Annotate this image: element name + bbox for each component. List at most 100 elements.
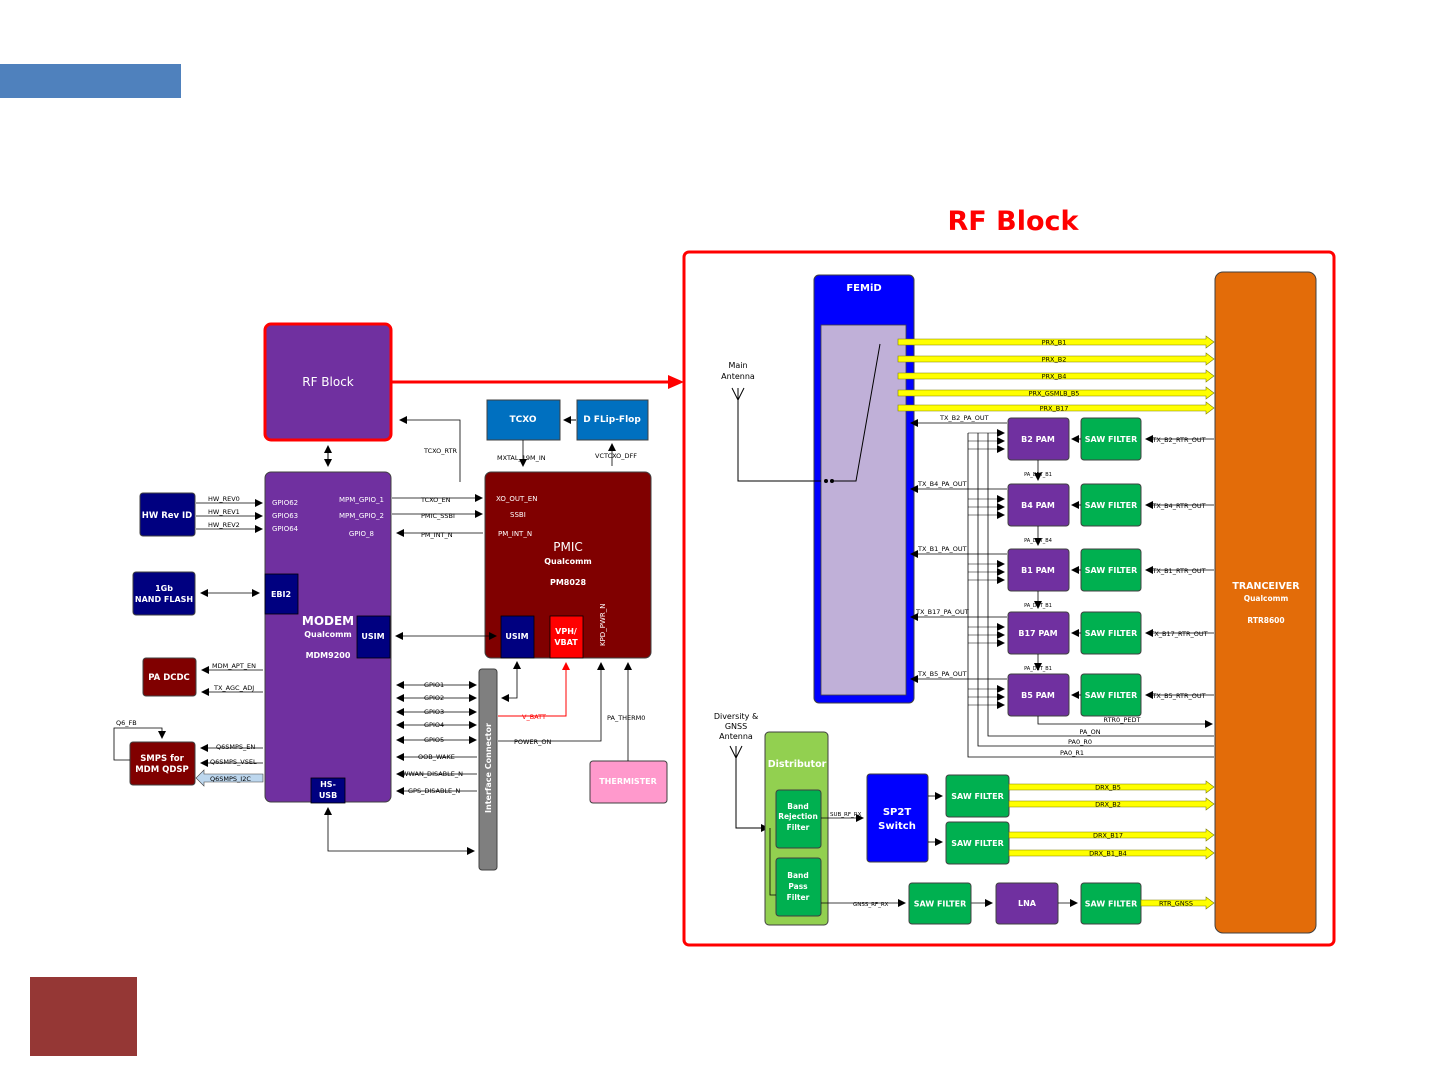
rtr-out-label-3: TX_B1_RTR_OUT [1151, 567, 1205, 575]
prx-line-1: PRX_B1 [897, 335, 1215, 349]
tx-saw-2: SAW FILTER [1080, 483, 1142, 527]
div-antenna-symbol [729, 745, 768, 828]
header-accent-bar [0, 64, 181, 98]
sig-pa-therm: PA_THERM0 [607, 714, 645, 722]
sig-q6-vsel: Q6SMPS_VSEL [210, 758, 257, 766]
main-antenna-line1: Main [728, 361, 747, 370]
sp2t-line1: SP2T [883, 807, 911, 818]
tx-pa-out-label-4: TX_B17_PA_OUT [915, 608, 969, 616]
band-rejection-line1: Band [787, 802, 809, 811]
smps-line1: SMPS for [140, 754, 184, 764]
dff-label: D FLip-Flop [583, 415, 641, 425]
drx-saw-2-box [945, 821, 1010, 865]
hsusb-link [324, 807, 475, 855]
main-antenna-symbol [731, 387, 821, 482]
band-pass-line1: Band [787, 871, 809, 880]
drx-line-1-label: DRX_B5 [1095, 784, 1121, 792]
smps-line2: MDM QDSP [135, 765, 189, 775]
drx-saw-1: SAW FILTER [945, 774, 1010, 818]
dff-box [576, 399, 649, 441]
transceiver-name: TRANCEIVER [1232, 581, 1300, 592]
interface-connector-label: Interface Connector [484, 723, 493, 813]
drx-line-3-label: DRX_B17 [1093, 832, 1123, 840]
prx-line-2-arrow [897, 352, 1215, 366]
prx-line-3-arrow [897, 369, 1215, 383]
q6-fb-line [113, 727, 166, 761]
pam-label-2: B4 PAM [1021, 501, 1055, 510]
ctrl-label-2: PA_ON [1079, 728, 1100, 736]
femid-switch-node-a [824, 479, 828, 483]
sig-hw-rev1: HW_REV1 [208, 508, 240, 516]
rtr-out-label-5: TX_B5_RTR_OUT [1151, 692, 1205, 700]
sig-gpio1: GPIO1 [424, 681, 444, 689]
rf-block-frame [682, 250, 1336, 947]
sig-gnss-rf-rx: GNSS_RF_RX [853, 902, 889, 908]
modem-ebi2-box [264, 573, 299, 615]
tx-saw-4-label: SAW FILTER [1085, 629, 1138, 638]
modem-gpio64: GPIO64 [272, 525, 299, 533]
drx-saw-2-label: SAW FILTER [951, 839, 1004, 848]
sig-gpio5: GPIO5 [424, 736, 444, 744]
interface-connector [478, 668, 498, 871]
pmic-pmint: PM_INT_N [498, 530, 532, 538]
pmic-usim-label: USIM [505, 632, 528, 641]
drx-line-2: DRX_B2 [1008, 797, 1215, 811]
tcxo-box [486, 399, 561, 441]
femid-switch [830, 343, 881, 482]
distributor-split [769, 828, 776, 896]
tx-pa-out-label-5: TX_B5_PA_OUT [917, 670, 967, 678]
pa-dcdc-label: PA DCDC [148, 673, 190, 683]
q6-i2c-bus [195, 769, 264, 787]
sig-tx-agc: TX_AGC_ADJ [213, 684, 254, 692]
femid-inner [820, 324, 907, 696]
pmic-vph-line2: VBAT [554, 638, 578, 647]
band-pass-line3: Filter [787, 893, 810, 902]
pam-label-1: B2 PAM [1021, 435, 1055, 444]
band-pass-line2: Pass [788, 882, 808, 891]
rf-block-label: RF Block [302, 375, 354, 389]
tx-pa-out-label-1: TX_B2_PA_OUT [939, 414, 989, 422]
pam-box-2 [1007, 483, 1070, 527]
div-antenna-line2: GNSS [725, 722, 747, 731]
prx-line-1-label: PRX_B1 [1042, 339, 1067, 347]
pmic-kpd: KPD_PWR_N [599, 604, 607, 646]
hw-rev-label: HW Rev ID [142, 511, 192, 521]
footer-accent-block [30, 977, 137, 1056]
modem-name: MODEM [302, 614, 354, 628]
modem-mpm-gpio1: MPM_GPIO_1 [339, 496, 384, 504]
pmic-vph-line1: VPH/ [555, 627, 577, 636]
tx-saw-4: SAW FILTER [1080, 611, 1142, 655]
pam-label-5: B5 PAM [1021, 691, 1055, 700]
sig-mxtal: MXTAL_19M_IN [497, 454, 546, 462]
sig-vctcxo: VCTCXO_DFF [595, 452, 637, 460]
sig-q6-i2c: Q6SMPS_I2C [210, 775, 251, 783]
pmic-usim-link [501, 661, 521, 702]
gnss-saw-2: SAW FILTER [1080, 882, 1142, 925]
tx-saw-5: SAW FILTER [1080, 673, 1142, 717]
nand-line1: 1Gb [155, 584, 173, 593]
prx-line-5-label: PRX_B17 [1040, 405, 1069, 413]
sig-gpio4: GPIO4 [424, 721, 444, 729]
tx-saw-2-label: SAW FILTER [1085, 501, 1138, 510]
modem-hsusb-line2: USB [319, 791, 337, 800]
prx-line-4-arrow [897, 386, 1215, 400]
smps-box [129, 741, 196, 786]
sig-sub-rf-rx: SUB_RF_RX [830, 812, 862, 818]
rf-zoom-arrowhead [668, 375, 684, 389]
pmic-vendor: Qualcomm [544, 557, 592, 566]
pam-rows: TX_B2_PA_OUT B2 PAM SAW FILTER TX_B2_RTR_OU… [910, 414, 1214, 717]
rtr-out-label-1: TX_B2_RTR_OUT [1151, 436, 1205, 444]
sig-tcxo-en: TCXO_EN [420, 496, 451, 504]
tx-saw-1: SAW FILTER [1080, 417, 1142, 461]
tx-saw-3: SAW FILTER [1080, 548, 1142, 592]
pam-row-5: TX_B5_PA_OUT B5 PAM SAW FILTER TX_B5_RTR_OU… [910, 670, 1214, 717]
left-diagram: RF Block MODEM Qualcomm MDM9200 GPIO62 G… [113, 322, 684, 871]
ctrl-line-3 [977, 433, 1214, 747]
rtr-gnss-line-arrow [1140, 896, 1215, 910]
gnss-saw-1: SAW FILTER [908, 882, 972, 925]
